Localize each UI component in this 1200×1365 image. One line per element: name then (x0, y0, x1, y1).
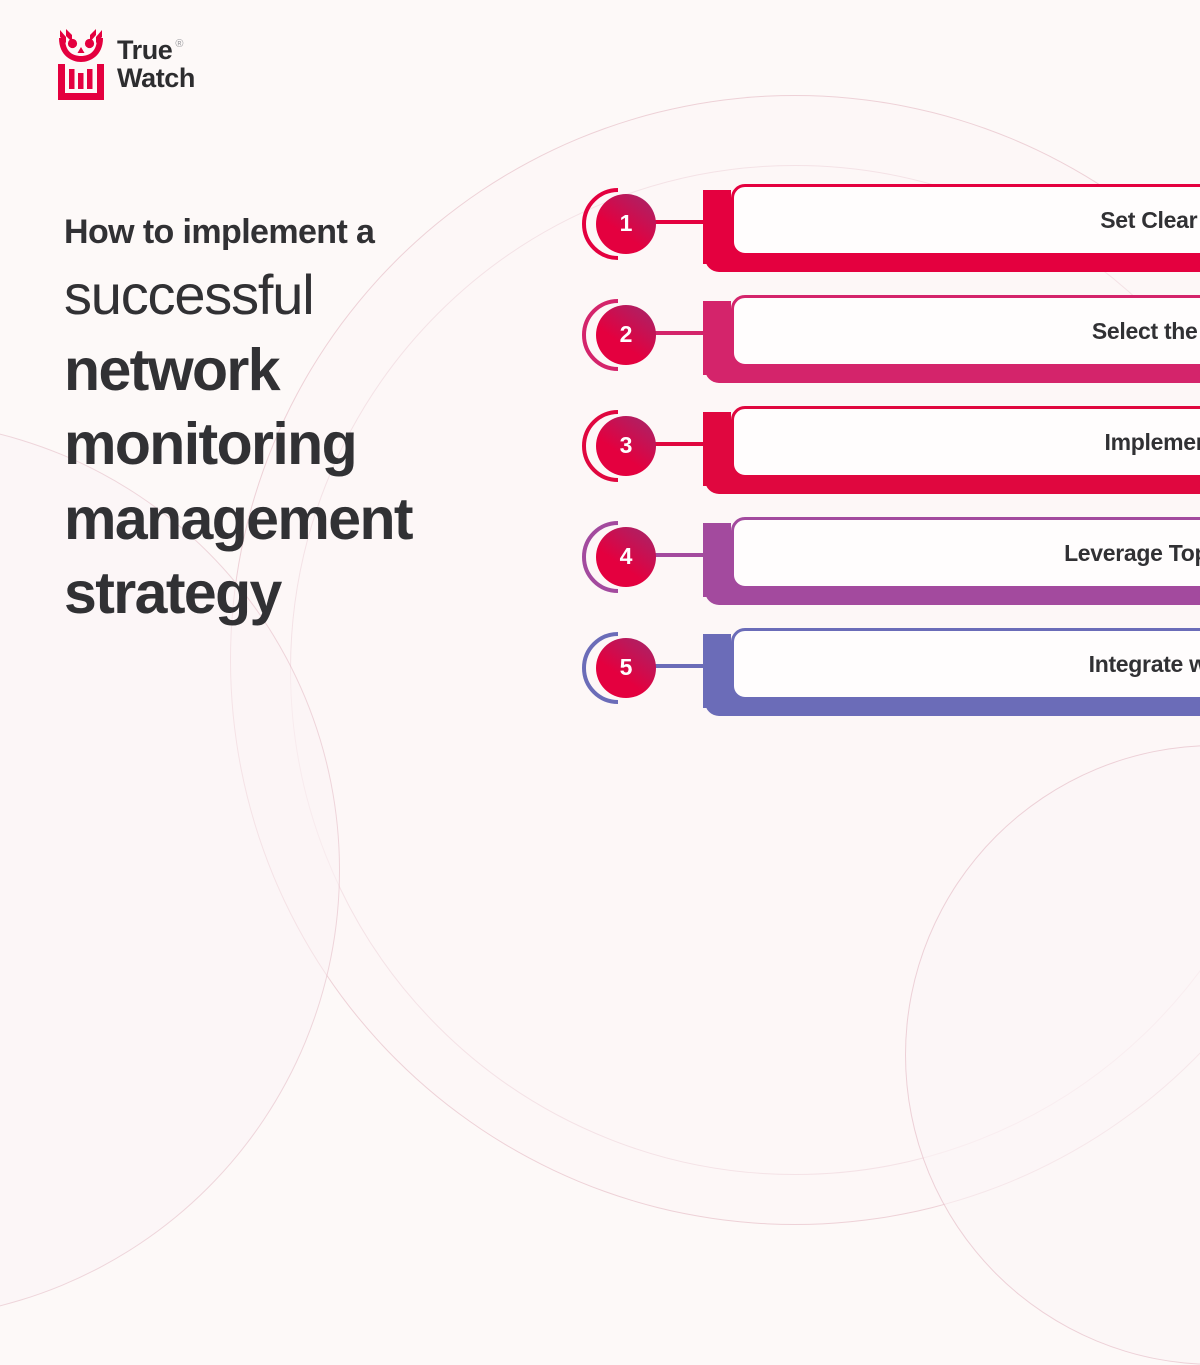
step-number-circle: 4 (596, 527, 656, 587)
step-card[interactable]: Integrate with Security (731, 628, 1200, 700)
step-badge[interactable]: 1 (578, 186, 654, 262)
brand-name-line2: Watch (117, 65, 195, 93)
step-badge[interactable]: 2 (578, 297, 654, 373)
step-connector-elbow (703, 634, 731, 708)
brand-logo[interactable]: True ® Watch (56, 28, 195, 102)
step-card[interactable]: Select the Right Tools (731, 295, 1200, 367)
step-card-label: Select the Right Tools (1092, 318, 1200, 345)
headline-kicker: How to implement a (64, 214, 584, 251)
step-connector-elbow (703, 301, 731, 375)
headline-strong-line-4: strategy (64, 559, 584, 627)
headline-light-line: successful (64, 261, 584, 329)
step-card-label: Integrate with Security (1089, 651, 1200, 678)
step-number-circle: 5 (596, 638, 656, 698)
registered-mark-icon: ® (175, 39, 183, 50)
step-badge[interactable]: 5 (578, 630, 654, 706)
step-badge[interactable]: 4 (578, 519, 654, 595)
headline-strong-line-1: network (64, 336, 584, 404)
step-card-label: Implement Solution (1105, 429, 1200, 456)
step-number-label: 3 (620, 434, 633, 457)
step-number-circle: 3 (596, 416, 656, 476)
step-number-label: 5 (620, 656, 633, 679)
step-connector-elbow (703, 190, 731, 264)
step-card[interactable]: Implement Solution (731, 406, 1200, 478)
step-card-label: Set Clear Objectives (1100, 207, 1200, 234)
owl-logo-icon (56, 28, 106, 102)
step-number-circle: 2 (596, 305, 656, 365)
infographic-canvas: True ® Watch How to implement a successf… (0, 0, 1200, 900)
headline-strong-line-2: monitoring (64, 410, 584, 478)
brand-wordmark: True ® Watch (117, 37, 195, 92)
step-number-label: 4 (620, 545, 633, 568)
background-arc-bottom-right (905, 745, 1200, 1365)
step-connector-elbow (703, 412, 731, 486)
headline-block: How to implement a successful network mo… (64, 214, 584, 627)
step-number-circle: 1 (596, 194, 656, 254)
step-card[interactable]: Leverage Toplogy Mapping (731, 517, 1200, 589)
step-card[interactable]: Set Clear Objectives (731, 184, 1200, 256)
step-card-label: Leverage Toplogy Mapping (1064, 540, 1200, 567)
brand-name-line1: True (117, 37, 172, 65)
step-connector-elbow (703, 523, 731, 597)
headline-strong-line-3: management (64, 485, 584, 553)
step-badge[interactable]: 3 (578, 408, 654, 484)
step-number-label: 2 (620, 323, 633, 346)
step-number-label: 1 (620, 212, 633, 235)
